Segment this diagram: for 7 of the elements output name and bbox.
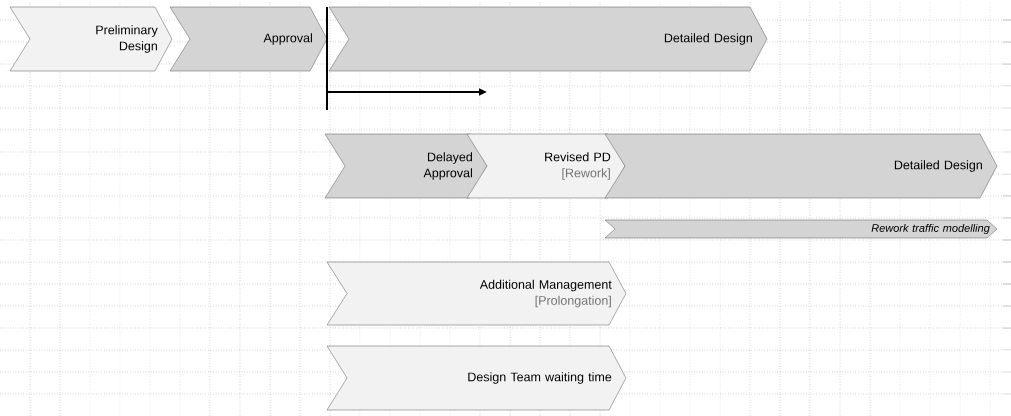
chevron: Additional Management [Prolongation] — [326, 261, 627, 326]
chevron: Detailed Design — [328, 6, 768, 72]
chevron: Approval — [169, 6, 328, 72]
chevron: Delayed Approval — [324, 133, 488, 199]
chevron: Design Team waiting time — [326, 345, 627, 411]
chevron: Preliminary Design — [9, 6, 173, 72]
chevron: Rework traffic modelling — [604, 219, 998, 239]
